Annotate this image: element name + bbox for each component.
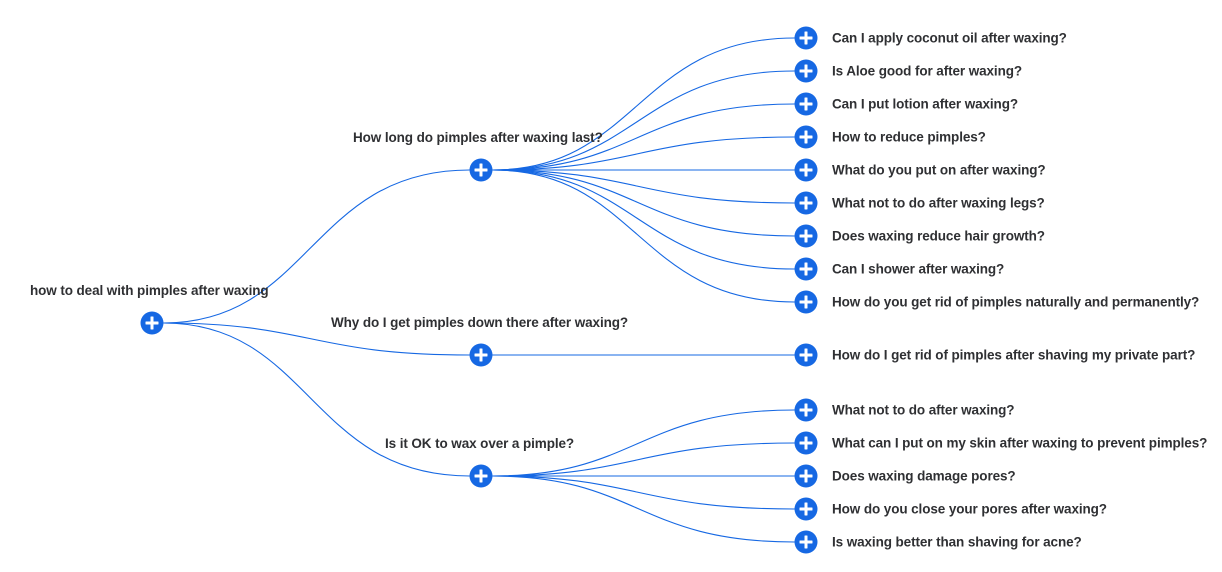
plus-icon-vertical-bar xyxy=(804,31,808,45)
edge-branch-0-to-leaf-6 xyxy=(492,169,795,237)
plus-icon-vertical-bar xyxy=(804,469,808,483)
leaf-node-0-1-is-aloe-good-for-after-waxing[interactable] xyxy=(794,59,818,83)
edge-branch-0-to-leaf-5 xyxy=(492,169,795,204)
leaf-node-label-2-0: What not to do after waxing? xyxy=(832,402,1015,418)
leaf-node-2-1-what-can-i-put-on-my-skin-after-waxing-to-preven[interactable] xyxy=(794,431,818,455)
leaf-node-0-2-can-i-put-lotion-after-waxing[interactable] xyxy=(794,92,818,116)
branch-node-label-2: Is it OK to wax over a pimple? xyxy=(385,436,575,451)
leaf-node-2-3-how-do-you-close-your-pores-after-waxing[interactable] xyxy=(794,497,818,521)
leaf-node-label-2-1: What can I put on my skin after waxing t… xyxy=(832,435,1208,451)
leaf-node-label-1-0: How do I get rid of pimples after shavin… xyxy=(832,347,1196,363)
leaf-node-label-0-1: Is Aloe good for after waxing? xyxy=(832,63,1023,79)
plus-icon-vertical-bar xyxy=(150,316,154,330)
leaf-node-0-0-can-i-apply-coconut-oil-after-waxing[interactable] xyxy=(794,26,818,50)
leaf-node-label-0-8: How do you get rid of pimples naturally … xyxy=(832,294,1200,310)
root-node-how-to-deal-with-pimples-after-waxing[interactable] xyxy=(140,311,164,335)
plus-icon-vertical-bar xyxy=(804,130,808,144)
leaf-node-0-6-does-waxing-reduce-hair-growth[interactable] xyxy=(794,224,818,248)
leaf-node-1-0-how-do-i-get-rid-of-pimples-after-shaving-my-pri[interactable] xyxy=(794,343,818,367)
leaf-node-label-0-6: Does waxing reduce hair growth? xyxy=(832,228,1045,244)
edge-branch-2-to-leaf-3 xyxy=(492,475,795,510)
plus-icon-vertical-bar xyxy=(804,196,808,210)
plus-icon-vertical-bar xyxy=(479,348,483,362)
plus-icon-vertical-bar xyxy=(804,535,808,549)
edge-branch-0-to-leaf-1 xyxy=(492,70,795,171)
branch-node-2-is-it-ok-to-wax-over-a-pimple[interactable] xyxy=(469,464,493,488)
edge-branch-0-to-leaf-7 xyxy=(492,169,795,270)
edge-branch-2-to-leaf-4 xyxy=(492,475,795,543)
leaf-node-label-0-7: Can I shower after waxing? xyxy=(832,261,1005,277)
root-node-label: how to deal with pimples after waxing xyxy=(30,283,269,298)
leaf-node-label-2-3: How do you close your pores after waxing… xyxy=(832,501,1107,517)
plus-icon-vertical-bar xyxy=(804,97,808,111)
plus-icon-vertical-bar xyxy=(479,469,483,483)
plus-icon-vertical-bar xyxy=(804,163,808,177)
plus-icon-vertical-bar xyxy=(804,295,808,309)
leaf-node-0-3-how-to-reduce-pimples[interactable] xyxy=(794,125,818,149)
leaf-node-2-0-what-not-to-do-after-waxing[interactable] xyxy=(794,398,818,422)
plus-icon-vertical-bar xyxy=(479,163,483,177)
leaf-node-0-7-can-i-shower-after-waxing[interactable] xyxy=(794,257,818,281)
plus-icon-vertical-bar xyxy=(804,229,808,243)
branch-node-1-why-do-i-get-pimples-down-there-after-waxing[interactable] xyxy=(469,343,493,367)
leaf-node-0-8-how-do-you-get-rid-of-pimples-naturally-and-perm[interactable] xyxy=(794,290,818,314)
plus-icon-vertical-bar xyxy=(804,403,808,417)
branch-node-label-0: How long do pimples after waxing last? xyxy=(353,130,603,145)
leaf-node-label-0-3: How to reduce pimples? xyxy=(832,129,986,145)
edge-branch-0-to-leaf-0 xyxy=(492,37,795,171)
leaf-node-2-4-is-waxing-better-than-shaving-for-acne[interactable] xyxy=(794,530,818,554)
leaf-node-0-4-what-do-you-put-on-after-waxing[interactable] xyxy=(794,158,818,182)
leaf-node-label-0-2: Can I put lotion after waxing? xyxy=(832,96,1019,112)
leaf-node-label-0-0: Can I apply coconut oil after waxing? xyxy=(832,30,1067,46)
leaf-node-label-0-5: What not to do after waxing legs? xyxy=(832,195,1045,211)
branch-node-label-1: Why do I get pimples down there after wa… xyxy=(331,315,629,330)
leaf-node-label-2-4: Is waxing better than shaving for acne? xyxy=(832,534,1082,550)
edge-root-to-branch-0 xyxy=(163,169,470,324)
plus-icon-vertical-bar xyxy=(804,502,808,516)
plus-icon-vertical-bar xyxy=(804,262,808,276)
edge-root-to-branch-2 xyxy=(163,322,470,477)
leaf-node-label-2-2: Does waxing damage pores? xyxy=(832,468,1016,484)
leaf-node-2-2-does-waxing-damage-pores[interactable] xyxy=(794,464,818,488)
edge-branch-0-to-leaf-8 xyxy=(492,169,795,303)
plus-icon-vertical-bar xyxy=(804,436,808,450)
branch-node-0-how-long-do-pimples-after-waxing-last[interactable] xyxy=(469,158,493,182)
plus-icon-vertical-bar xyxy=(804,64,808,78)
leaf-node-0-5-what-not-to-do-after-waxing-legs[interactable] xyxy=(794,191,818,215)
plus-icon-vertical-bar xyxy=(804,348,808,362)
leaf-node-label-0-4: What do you put on after waxing? xyxy=(832,162,1046,178)
